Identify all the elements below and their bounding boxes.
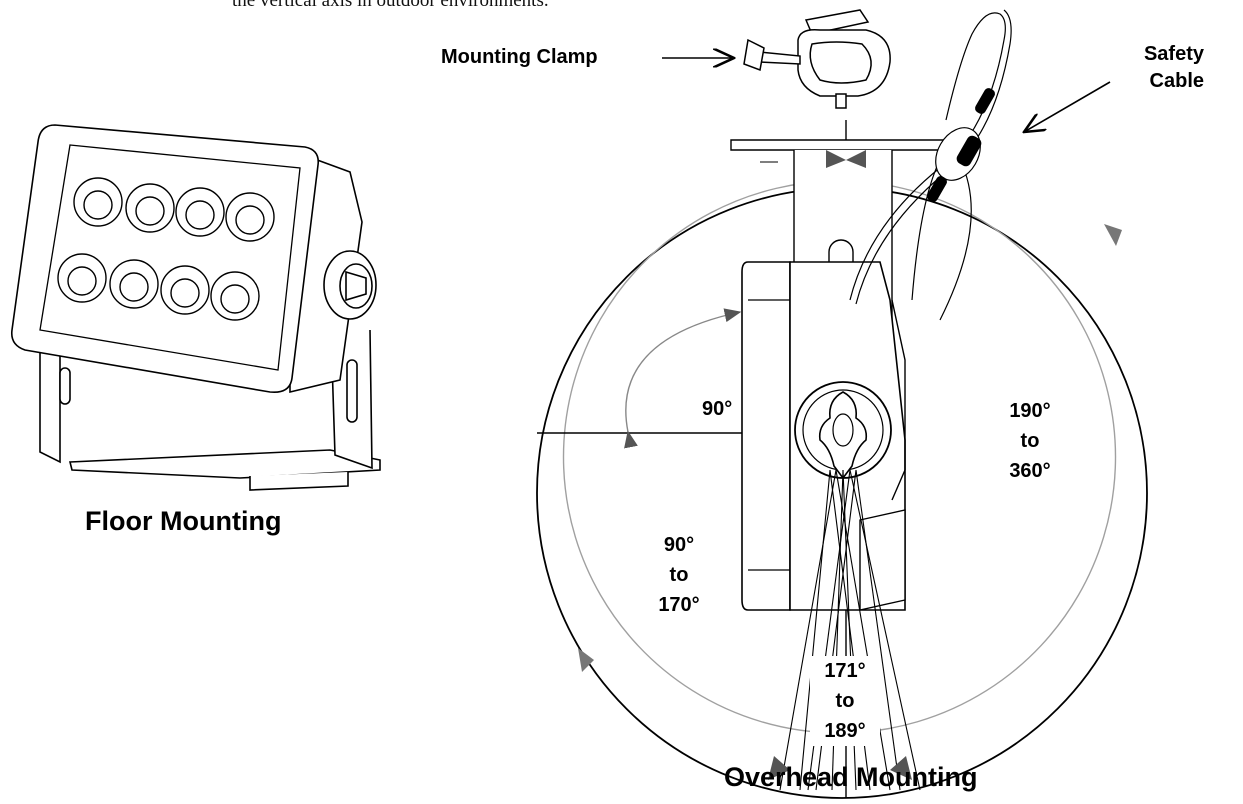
angle-90-170-from: 90° [663,534,695,556]
angle-label-90-to-170: 90° to 170° [644,530,714,620]
safety-cable-label-line1: Safety [1143,43,1204,65]
angle-171-189-from: 171° [824,660,866,682]
safety-cable-label-line2: Cable [1149,70,1204,92]
angle-90-170-end: 170° [658,594,700,616]
angle-90-170-to: to [669,564,689,586]
angle-label-171-to-189: 171° to 189° [810,656,880,746]
angle-190-360-from: 190° [1009,400,1051,422]
top-text-partial: the vertical axis in outdoor environment… [232,0,549,11]
angle-label-90: 90° [702,398,733,420]
angle-label-190-to-360: 190° to 360° [993,396,1067,486]
floor-fixture-icon [10,124,381,491]
safety-cable-label: Safety Cable [1118,41,1204,95]
angle-190-360-end: 360° [1009,460,1051,482]
angle-190-360-to: to [1020,430,1040,452]
safety-cable-icon [849,9,1012,321]
mounting-clamp-icon [743,9,891,109]
floor-mounting-title: Floor Mounting [85,506,282,536]
angle-171-189-end: 189° [824,720,866,742]
angle-171-189-to: to [835,690,855,712]
mounting-clamp-label: Mounting Clamp [441,46,598,68]
overhead-diagram [536,120,1148,799]
overhead-mounting-title: Overhead Mounting [724,762,978,792]
